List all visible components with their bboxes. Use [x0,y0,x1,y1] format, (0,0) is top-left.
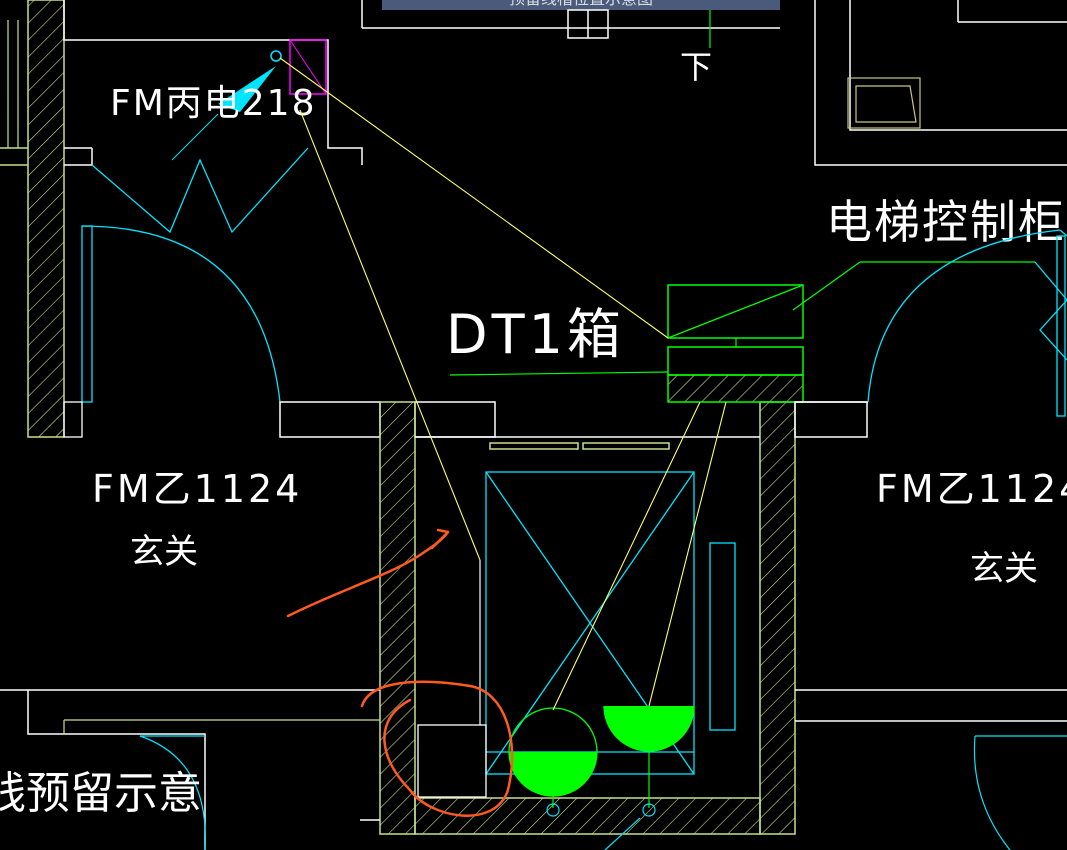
fire-door-marker [171,39,327,161]
door-label-left: FM乙1124 [92,467,302,511]
shaft-top [415,436,760,450]
top-left-window [7,20,19,148]
bottom-note-label: 线预留示意 [0,768,202,819]
door-label-right: FM乙1124 [876,467,1067,511]
hand-annotation [286,528,514,817]
leader-arrow-icon [218,66,276,112]
elevator-shaft-walls [379,401,796,835]
bottom-walls-inner [63,719,380,734]
right-door-swing [867,229,1067,417]
entry-label-left: 玄关 [130,532,198,572]
buffer-left [508,707,598,797]
node-circle-icon [270,50,282,62]
left-wall [27,0,65,438]
wiring-leaders [279,57,727,711]
dt1-box [449,346,868,438]
bottom-fixtures [139,735,1067,850]
dt1-box-label: DT1箱 [446,303,625,366]
entry-label-right: 玄关 [970,549,1038,589]
top-banner: 预留线槽位置示意图 [382,0,780,10]
elevator-control-cabinet-label: 电梯控制柜 [826,195,1066,249]
pit-markers [546,803,656,850]
stair-down-label: 下 [680,48,712,86]
top-right-fixture [847,77,921,129]
annotation-circle-icon [360,680,514,817]
buffer-right [552,705,695,808]
top-banner-text: 预留线槽位置示意图 [509,0,653,8]
elevator-control-cabinet [667,261,1035,347]
top-right-room [814,0,1067,166]
counterweight [417,724,487,798]
door-label-top: FM丙电218 [110,83,316,124]
double-door-top [91,147,309,234]
stair-down: 下 [680,10,712,86]
annotation-arrow-icon [286,530,450,618]
bottom-walls [0,689,1067,850]
left-door-swing [63,225,281,438]
